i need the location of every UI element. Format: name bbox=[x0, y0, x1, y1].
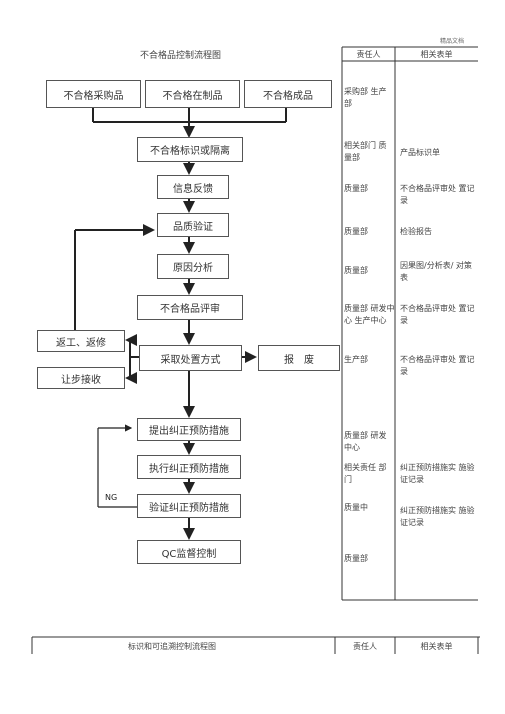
second-header-forms: 相关表单 bbox=[420, 642, 453, 651]
row-11-responsible: 质量部 bbox=[344, 554, 368, 563]
header-forms: 相关表单 bbox=[420, 50, 453, 59]
row-3-form: 不合格品评审处 置记录 bbox=[400, 184, 475, 205]
row-5-form: 因果图/分析表/ 对策表 bbox=[400, 261, 472, 282]
box-scrap: 报 废 bbox=[258, 345, 340, 371]
second-header-responsible: 责任人 bbox=[353, 642, 377, 651]
row-7-responsible: 生产部 bbox=[344, 355, 368, 364]
watermark: 精品文档 bbox=[440, 38, 465, 45]
row-9-responsible: 相关责任 部门 bbox=[344, 463, 387, 484]
box-nonconforming-wip: 不合格在制品 bbox=[145, 80, 240, 108]
box-rework: 返工、返修 bbox=[37, 330, 125, 352]
box-disposition: 采取处置方式 bbox=[139, 345, 242, 371]
row-2-responsible: 相关部门 质量部 bbox=[344, 141, 387, 162]
row-4-responsible: 质量部 bbox=[344, 227, 368, 236]
box-concession: 让步接收 bbox=[37, 367, 125, 389]
row-10-responsible: 质量中 bbox=[344, 503, 368, 512]
box-propose-capa: 提出纠正预防措施 bbox=[137, 418, 241, 441]
row-6-responsible: 质量部 研发中心 生产中心 bbox=[344, 304, 395, 325]
box-quality-verify: 品质验证 bbox=[157, 213, 229, 237]
ng-label: NG bbox=[105, 493, 118, 502]
flow-title: 不合格品控制流程图 bbox=[140, 51, 222, 61]
box-nonconforming-finished: 不合格成品 bbox=[244, 80, 332, 108]
row-9-form: 纠正预防措施实 施验证记录 bbox=[400, 463, 475, 484]
row-6-form: 不合格品评审处 置记录 bbox=[400, 304, 475, 325]
row-1-responsible: 采购部 生产部 bbox=[344, 87, 387, 108]
box-cause-analysis: 原因分析 bbox=[157, 254, 229, 279]
box-identify-isolate: 不合格标识或隔离 bbox=[137, 137, 243, 162]
row-8-responsible: 质量部 研发中心 bbox=[344, 431, 387, 452]
header-responsible: 责任人 bbox=[356, 50, 381, 59]
row-2-form: 产品标识单 bbox=[400, 148, 440, 157]
row-5-responsible: 质量部 bbox=[344, 266, 368, 275]
box-nonconforming-purchase: 不合格采购品 bbox=[46, 80, 141, 108]
row-3-responsible: 质量部 bbox=[344, 184, 368, 193]
row-10-form: 纠正预防措施实 施验证记录 bbox=[400, 506, 475, 527]
box-verify-capa: 验证纠正预防措施 bbox=[137, 494, 241, 518]
row-4-form: 检验报告 bbox=[400, 227, 432, 236]
box-info-feedback: 信息反馈 bbox=[157, 175, 229, 199]
box-qc-control: QC监督控制 bbox=[137, 540, 241, 564]
row-7-form: 不合格品评审处 置记录 bbox=[400, 355, 475, 376]
box-nonconforming-review: 不合格品评审 bbox=[137, 295, 243, 320]
second-flow-title: 标识和可追溯控制流程图 bbox=[128, 642, 216, 651]
box-execute-capa: 执行纠正预防措施 bbox=[137, 455, 241, 479]
